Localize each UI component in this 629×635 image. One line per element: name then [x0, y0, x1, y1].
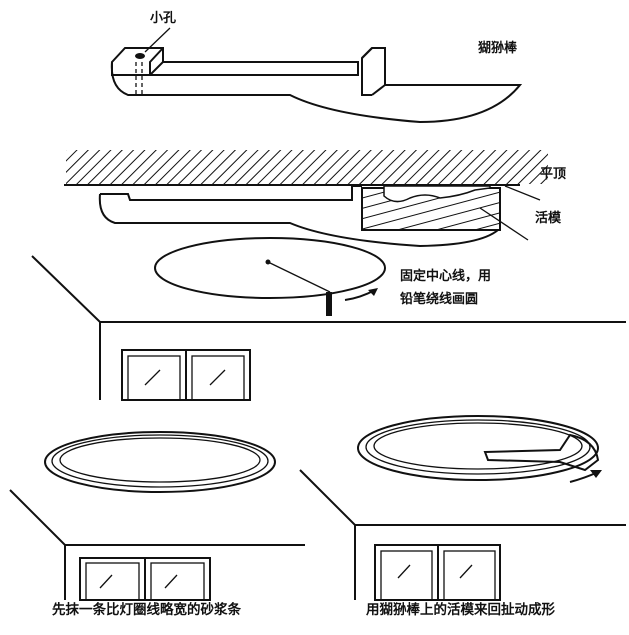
- tool-on-ceiling: 平顶 活模: [64, 150, 566, 248]
- step-shape-ring: 用猢狲棒上的活模来回扯动成形: [299, 415, 626, 618]
- caption-right: 用猢狲棒上的活模来回扯动成形: [366, 601, 555, 618]
- mortar-ring: [44, 431, 276, 493]
- ceiling-label: 平顶: [540, 167, 566, 182]
- ceiling-hatch: [66, 150, 548, 184]
- arrow-icon: [368, 288, 378, 296]
- step-mortar-strip: 先抹一条比灯圈线略宽的砂浆条: [9, 431, 305, 618]
- small-hole-label: 小孔: [150, 11, 176, 26]
- movable-mold-label: 活模: [535, 210, 562, 226]
- step1-text-line1: 固定中心线，用: [400, 268, 491, 284]
- tool-name-label: 猢狲棒: [478, 40, 518, 56]
- formed-ring: [357, 415, 599, 481]
- step1-text-line2: 铅笔绕线画圆: [400, 291, 478, 307]
- arrow-icon: [590, 470, 602, 478]
- tool-in-use: [483, 433, 600, 472]
- pencil-icon: [326, 292, 332, 316]
- tool-side-view: 小孔 猢狲棒: [110, 11, 523, 124]
- caption-left: 先抹一条比灯圈线略宽的砂浆条: [52, 601, 241, 618]
- step-draw-circle: 固定中心线，用 铅笔绕线画圆: [31, 237, 626, 401]
- small-hole-icon: [135, 53, 145, 59]
- drawn-circle: [154, 237, 386, 299]
